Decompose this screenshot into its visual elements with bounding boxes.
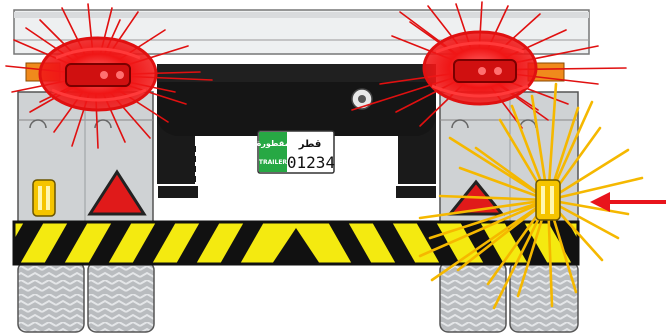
- tire-left-outer: [18, 262, 84, 332]
- plate-number: 01234: [287, 153, 335, 172]
- left-amber-reflector: [33, 180, 55, 216]
- plate-green-badge: [259, 132, 287, 172]
- rear-bumper: [0, 222, 592, 264]
- plate-country: قطر: [298, 139, 322, 150]
- wheels: [18, 262, 578, 332]
- tire-right-outer: [510, 262, 578, 332]
- plate-badge-bottom: TRAILER: [259, 159, 288, 166]
- tire-left-inner: [88, 262, 154, 332]
- license-plate: مقطورة TRAILER قطر 01234: [257, 131, 336, 173]
- plate-badge-top: مقطورة: [257, 139, 290, 148]
